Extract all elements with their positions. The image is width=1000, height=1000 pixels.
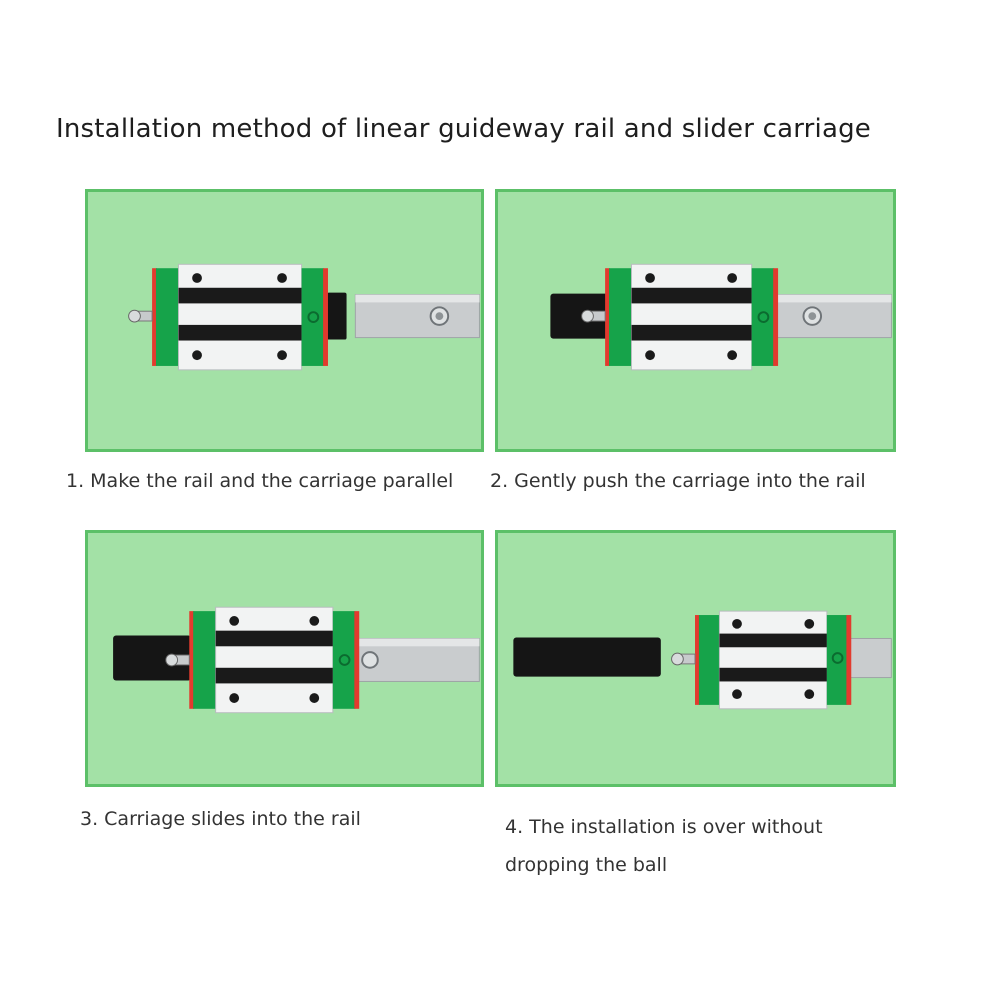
step-1-illustration [128,263,480,371]
step-2-illustration [550,263,892,371]
grease-nipple [581,309,606,323]
dummy-rail [513,637,661,677]
end-cap-right [751,268,775,366]
end-seal-left [605,268,610,366]
step-2-caption: 2. Gently push the carriage into the rai… [490,470,866,492]
dummy-rail [113,635,192,681]
step-4-illustration [513,610,892,710]
dummy-rail [550,293,611,339]
step-1-image [85,189,484,452]
step-4-caption: 4. The installation is over without drop… [505,816,823,876]
end-cap-left [193,611,216,709]
dummy-rail [327,292,347,340]
end-seal-right [354,611,360,709]
rail [845,637,892,679]
end-cap-right [826,615,848,705]
end-seal-right [323,268,328,366]
step-3-image [85,530,484,787]
end-cap-left [156,268,179,366]
end-cap-left [698,615,720,705]
end-seal-right [773,268,779,366]
end-cap-right [332,611,356,709]
step-1-caption: 1. Make the rail and the carriage parall… [66,470,454,492]
rail-mounting-hole [361,651,379,669]
step-4-image [495,530,896,787]
grease-nipple [165,653,190,667]
end-seal-left [189,611,195,709]
end-seal-left [695,615,700,705]
step-3-caption: 3. Carriage slides into the rail [80,808,361,830]
end-seal-left [152,268,157,366]
step-2-image [495,189,896,452]
page-title: Installation method of linear guideway r… [56,114,871,144]
end-cap-left [609,268,632,366]
grease-nipple [671,652,696,666]
end-cap-right [301,268,325,366]
grease-nipple [128,309,153,323]
end-seal-right [846,615,852,705]
step-3-illustration [113,606,480,714]
